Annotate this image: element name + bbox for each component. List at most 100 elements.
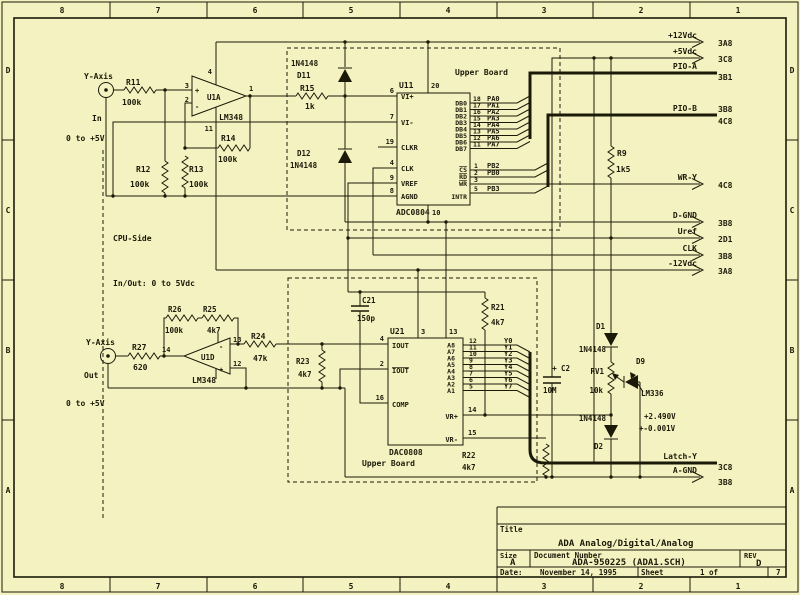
u11-db: DB4: [455, 126, 467, 134]
u1a-pin-vcc: 4: [208, 68, 212, 76]
u21-pin-name: IOUT: [392, 367, 409, 375]
offpage-dest: 3C8: [718, 463, 733, 472]
offpage-label: D-GND: [673, 211, 697, 220]
r23-ref: R23: [296, 357, 310, 366]
ref-voltage: +2.490V: [644, 412, 676, 421]
u1a-pin-vee: 11: [205, 125, 213, 133]
u11-db: DB3: [455, 119, 467, 127]
u1a-part: LM348: [219, 113, 243, 122]
r13-value: 100k: [189, 180, 208, 189]
adc-u11-body: [396, 92, 471, 206]
u11-ref: U11: [399, 81, 414, 90]
u11-pin-gnd: 10: [432, 209, 440, 217]
u1a-pin-inp: 3: [185, 82, 189, 90]
u21-pin: 16: [376, 394, 384, 402]
u21-pin-vee: 3: [421, 328, 425, 336]
u21-a-pin: 12: [469, 337, 477, 345]
u1d-pin-out: 14: [162, 346, 170, 354]
y-signal: Y4: [504, 363, 512, 371]
zone-col: 5: [349, 582, 354, 591]
u21-a: A2: [447, 381, 455, 389]
resistor-symbols: [123, 86, 625, 477]
pb-signal: PB0: [487, 169, 500, 177]
pb-signal: PB2: [487, 162, 500, 170]
u1d-ref: U1D: [201, 353, 215, 362]
offpage-label: CLK: [683, 244, 698, 253]
pa-signal: PA6: [487, 134, 500, 142]
u21-a: A4: [447, 368, 455, 376]
u11-db: DB6: [455, 139, 467, 147]
u21-a-pin: 8: [469, 363, 473, 371]
offpage-dest: 3A8: [718, 39, 733, 48]
u11-pin: 4: [390, 159, 394, 167]
u11-pin-vcc: 20: [431, 82, 439, 90]
offpage-label: +5Vdc: [673, 47, 697, 56]
r22-ref: R22: [462, 451, 476, 460]
c2-polarity: +: [552, 364, 557, 373]
y-signal: Y6: [504, 376, 512, 384]
sheet-total: 7: [776, 568, 781, 577]
upper-board-note: Upper Board: [455, 68, 508, 77]
u11-db: DB1: [455, 106, 467, 114]
u11-pin-name: VI-: [401, 119, 414, 127]
r15-ref: R15: [300, 84, 315, 93]
conn-out-name: Y-Axis: [86, 337, 115, 347]
d2-part: 1N4148: [579, 414, 607, 423]
offpage-label: PIO-A: [673, 62, 697, 71]
r24-ref: R24: [251, 332, 266, 341]
offpage-label: Latch-Y: [663, 452, 697, 461]
u21-a: A1: [447, 387, 455, 395]
offpage-dest: 3B8: [718, 219, 733, 228]
u11-ctrl-pin: 3: [474, 176, 478, 184]
d1-part: 1N4148: [579, 345, 607, 354]
r9-ref: R9: [617, 149, 627, 158]
r26-ref: R26: [168, 305, 182, 314]
zone-col: 5: [349, 6, 354, 15]
u11-db-pin: 18: [473, 95, 481, 103]
conn-in-dir: In: [92, 114, 102, 123]
zone-col: 7: [156, 6, 161, 15]
offpage-arrowheads: [691, 36, 705, 483]
zone-col: 3: [542, 582, 547, 591]
u11-pin: 6: [390, 87, 394, 95]
u11-db-pin: 12: [473, 134, 481, 142]
r23-value: 4k7: [298, 370, 312, 379]
zone-col: 8: [60, 6, 65, 15]
zone-col: 6: [253, 582, 258, 591]
u11-db-pin: 14: [473, 121, 481, 129]
r12-value: 100k: [130, 180, 149, 189]
offpage-label: A-GND: [673, 466, 697, 475]
sheet-value: 1 of: [700, 568, 718, 577]
u11-db-pin: 16: [473, 108, 481, 116]
d9-ref: D9: [636, 357, 646, 366]
u11-db: DB7: [455, 145, 467, 153]
r25-ref: R25: [203, 305, 217, 314]
u21-pin-name: VR+: [445, 413, 458, 421]
zone-col: 7: [156, 582, 161, 591]
zone-col: 1: [736, 6, 741, 15]
u1a-pin-inn: 2: [185, 96, 189, 104]
u11-db-pin: 17: [473, 102, 481, 110]
u11-pin-name: VI+: [401, 93, 414, 101]
u21-pin-name: VR-: [445, 436, 458, 444]
out-range-note: 0 to +5V: [66, 399, 105, 408]
u11-pin-name: CLK: [401, 165, 414, 173]
u11-part: ADC0804: [396, 208, 430, 217]
u21-a-pin: 7: [469, 370, 473, 378]
r12-ref: R12: [136, 165, 151, 174]
u11-db: DB0: [455, 100, 467, 108]
u11-ctrl-name: CS: [459, 166, 467, 174]
zone-row: C: [790, 206, 795, 215]
rev-label: REV: [744, 552, 757, 560]
size-label: Size: [500, 552, 517, 560]
u11-db-pin: 11: [473, 141, 481, 149]
offpage-label: +12Vdc: [668, 31, 697, 40]
sheet-label: Sheet: [641, 568, 664, 577]
zone-col: 3: [542, 6, 547, 15]
pb-signal: PB3: [487, 185, 500, 193]
u11-ctrl-pin: 2: [474, 169, 478, 177]
doc-label: Document Number: [534, 551, 602, 560]
junction-dots: [111, 40, 642, 479]
u1d-minus: -: [219, 343, 223, 351]
offpage-dest: 4C8: [718, 181, 733, 190]
